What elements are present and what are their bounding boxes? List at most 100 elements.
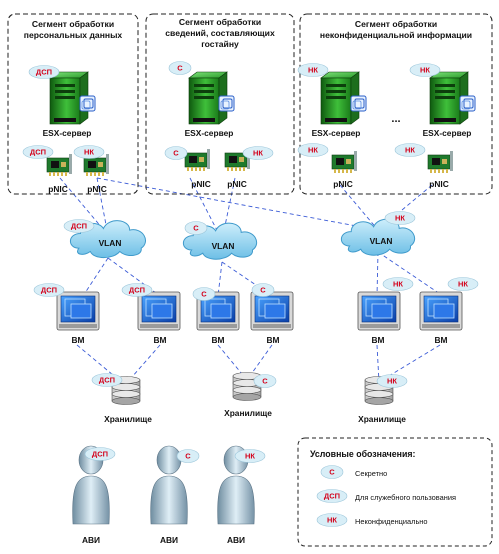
legend-title: Условные обозначения: <box>310 449 416 459</box>
legend-item-dsp: Для служебного пользования <box>355 493 456 502</box>
vlan-label: VLAN <box>99 238 122 248</box>
pnic-label: pNIC <box>48 184 68 194</box>
user-icon <box>150 445 188 525</box>
segment-title-public-1: Сегмент обработки <box>355 19 437 29</box>
segment-title-secret-3: гостайну <box>201 39 239 49</box>
badge-text: НК <box>84 148 94 157</box>
segment-boxes <box>7 13 493 195</box>
badge-text: НК <box>308 66 318 75</box>
classification-badge: С <box>251 283 275 297</box>
classification-badge: НК <box>384 211 416 225</box>
esx-server-label: ESX-сервер <box>185 128 234 138</box>
esx-server-icon <box>49 71 96 125</box>
classification-badge: С <box>192 287 216 301</box>
virtual-machine-icon <box>419 291 463 331</box>
storage-label: Хранилище <box>104 414 152 424</box>
legend-badge-dsp: ДСП <box>316 489 348 503</box>
legend-badge-secret: С <box>320 465 344 479</box>
esx-server-icon <box>320 71 367 125</box>
legend-item-secret: Секретно <box>355 469 387 478</box>
virtual-machine-icon <box>357 291 401 331</box>
badge-text: С <box>260 286 266 295</box>
esx-server-icon <box>429 71 476 125</box>
user-label: АВИ <box>160 535 178 545</box>
badge-text: ДСП <box>41 286 57 295</box>
legend-box <box>297 437 493 547</box>
badge-text: НК <box>327 516 337 525</box>
vm-label: ВМ <box>371 335 384 345</box>
badge-text: ДСП <box>71 222 87 231</box>
classification-badge: НК <box>376 374 408 388</box>
badge-text: ДСП <box>36 68 52 77</box>
pnic-label: pNIC <box>87 184 107 194</box>
classification-badge: ДСП <box>22 145 54 159</box>
pnic-label: pNIC <box>191 179 211 189</box>
pnic-label: pNIC <box>333 179 353 189</box>
pnic-card-icon <box>83 154 109 176</box>
classification-badge: НК <box>297 63 329 77</box>
user-label: АВИ <box>82 535 100 545</box>
classification-badge: С <box>184 221 208 235</box>
virtual-machine-icon <box>250 291 294 331</box>
segment-title-public-2: неконфиденциальной информации <box>320 30 472 40</box>
segment-title-secret-2: сведений, составляющих <box>165 28 275 38</box>
segment-title-personal-1: Сегмент обработки <box>32 19 114 29</box>
esx-server-label: ESX-сервер <box>312 128 361 138</box>
badge-text: ДСП <box>92 450 108 459</box>
pnic-card-icon <box>331 151 357 173</box>
badge-text: НК <box>420 66 430 75</box>
pnic-card-icon <box>184 149 210 171</box>
classification-badge: ДСП <box>28 65 60 79</box>
classification-badge: НК <box>242 146 274 160</box>
badge-text: НК <box>393 280 403 289</box>
classification-badge: НК <box>297 143 329 157</box>
user-label: АВИ <box>227 535 245 545</box>
classification-badge: С <box>164 146 188 160</box>
virtual-machine-icon <box>56 291 100 331</box>
badge-text: ДСП <box>30 148 46 157</box>
classification-badge: ДСП <box>121 283 153 297</box>
vlan-cloud-icon <box>340 218 415 256</box>
legend-item-nk: Неконфиденциально <box>355 517 428 526</box>
legend-badge-nk: НК <box>316 513 348 527</box>
pnic-label: pNIC <box>227 179 247 189</box>
badge-text: ДСП <box>324 492 340 501</box>
ellipsis-label: ... <box>391 113 400 125</box>
vm-label: ВМ <box>153 335 166 345</box>
vm-label: ВМ <box>211 335 224 345</box>
virtual-machine-icon <box>196 291 240 331</box>
badge-text: С <box>201 290 207 299</box>
classification-badge: С <box>176 449 200 463</box>
classification-badge: НК <box>394 143 426 157</box>
badge-text: НК <box>245 452 255 461</box>
user-icon <box>217 445 255 525</box>
esx-server-icon <box>188 71 235 125</box>
vlan-label: VLAN <box>370 236 393 246</box>
vm-label: ВМ <box>71 335 84 345</box>
classification-badge: НК <box>409 63 441 77</box>
virtual-machine-icon <box>137 291 181 331</box>
badge-text: НК <box>395 214 405 223</box>
badge-text: НК <box>458 280 468 289</box>
pnic-card-icon <box>46 154 72 176</box>
pnic-label: pNIC <box>429 179 449 189</box>
segment-title-personal-2: персональных данных <box>24 30 123 40</box>
classification-badge: НК <box>447 277 479 291</box>
badge-text: НК <box>405 146 415 155</box>
classification-badge: ДСП <box>63 219 95 233</box>
badge-text: НК <box>308 146 318 155</box>
badge-text: С <box>185 452 191 461</box>
pnic-card-icon <box>427 151 453 173</box>
storage-icon <box>111 376 141 405</box>
storage-label: Хранилище <box>224 408 272 418</box>
segment-box-personal <box>7 13 139 195</box>
badge-text: НК <box>253 149 263 158</box>
pnic-card-icon <box>224 149 250 171</box>
esx-server-label: ESX-сервер <box>43 128 92 138</box>
vm-label: ВМ <box>434 335 447 345</box>
classification-badge: НК <box>382 277 414 291</box>
segment-box-secret <box>145 13 295 195</box>
vm-label: ВМ <box>266 335 279 345</box>
classification-badge: ДСП <box>91 373 123 387</box>
